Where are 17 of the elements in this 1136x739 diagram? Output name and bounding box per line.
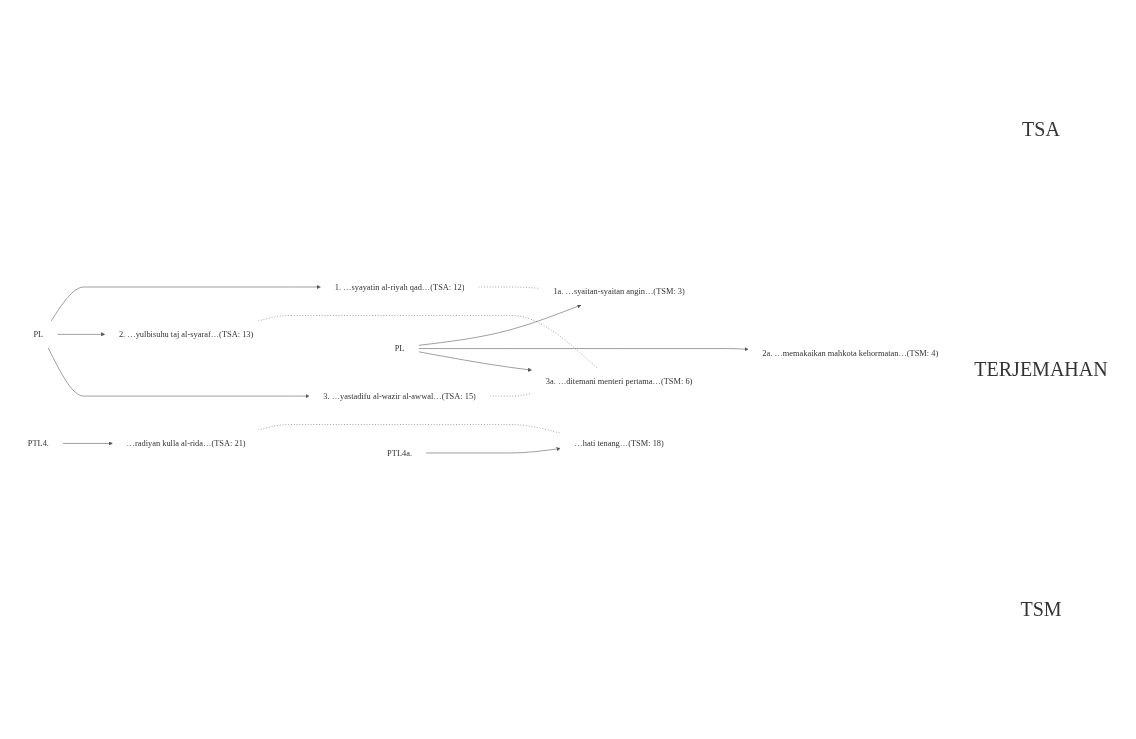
connector [257, 423, 561, 433]
section-label: TSM [1020, 597, 1062, 621]
node-text: 2. …yulbisuhu taj al-syaraf…(TSA: 13) [118, 328, 254, 339]
connector [478, 286, 540, 288]
node-text: …radiyan kulla al-rida…(TSA: 21) [126, 438, 246, 448]
node-text: 2a. …memakaikan mahkota kehormatan…(TSM: 4) [762, 347, 939, 358]
node-text: PL [394, 343, 405, 353]
node-text: PTL4a. [387, 447, 413, 457]
node-text: 1a. …syaitan-syaitan angin…(TSM: 3) [553, 286, 685, 296]
node-text: PL [33, 328, 44, 339]
section-label: TSA [1022, 118, 1060, 142]
node-text: 3a. …ditemani menteri pertama…(TSM: 6) [545, 376, 693, 386]
node-text: …hati tenang…(TSM: 18) [574, 438, 664, 448]
node-text: 1. …syayatin al-riyah qad…(TSA: 12) [334, 281, 465, 291]
section-label: TERJEMAHAN [974, 358, 1108, 381]
node-text: PTL4. [27, 438, 49, 448]
node-text: 3. …yastadifu al-wazir al-awwal…(TSA: 15) [323, 390, 476, 401]
